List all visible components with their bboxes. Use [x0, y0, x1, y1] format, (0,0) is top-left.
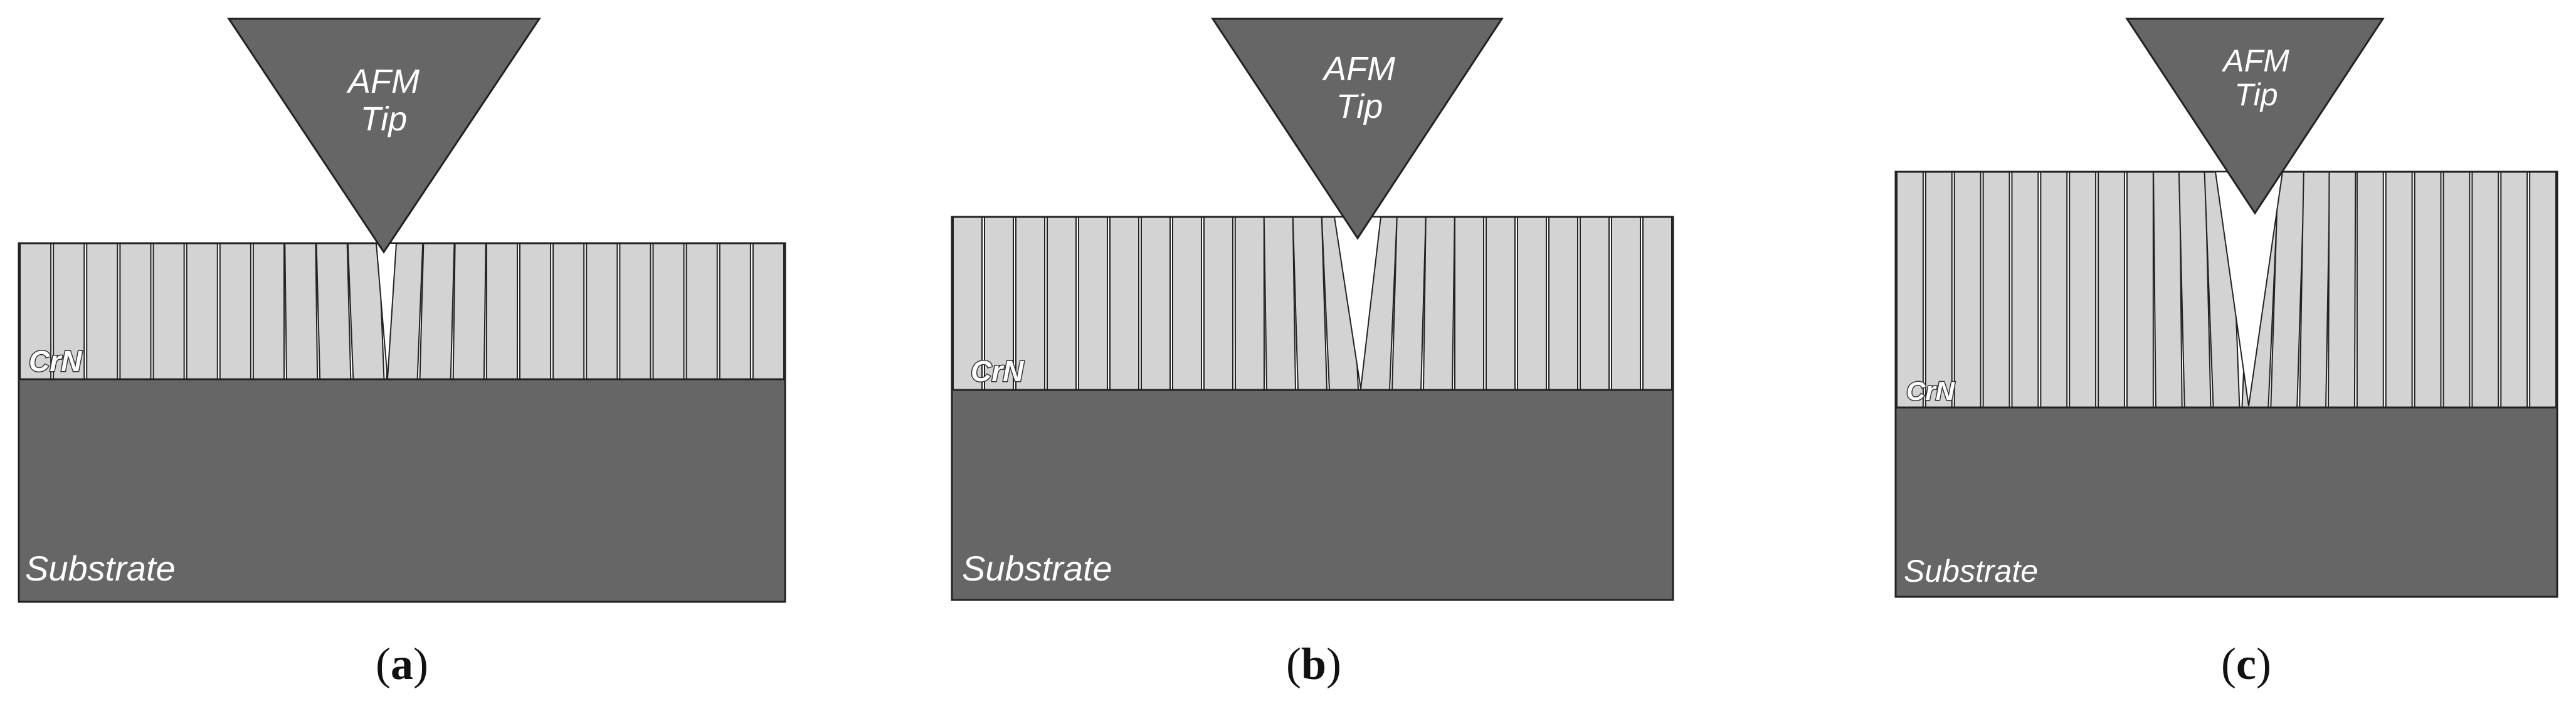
coating-label-c: CrN: [1906, 376, 1956, 406]
coating-label-a: CrN: [29, 345, 82, 377]
crn-column: [619, 243, 652, 380]
crn-column: [1953, 171, 1982, 408]
crn-column: [1422, 216, 1455, 391]
crn-column: [315, 243, 352, 380]
crn-column: [284, 243, 319, 380]
crn-column: [1391, 216, 1427, 391]
crn-column: [652, 243, 685, 380]
afm-tip-b: [1211, 18, 1504, 240]
crn-column: [2356, 171, 2384, 408]
tip-label-line2-b: Tip: [1336, 88, 1383, 125]
coating-label-b: CrN: [971, 355, 1024, 387]
crn-column: [2069, 171, 2097, 408]
crn-column: [452, 243, 487, 380]
tip-label-line1-a: AFM: [346, 63, 420, 100]
crn-coating-a: [18, 242, 786, 381]
crn-column: [2471, 171, 2499, 408]
crn-column: [1642, 216, 1672, 391]
crn-coating-outline: [18, 242, 786, 381]
crn-coating-b: [951, 216, 1674, 391]
crn-column: [2328, 171, 2357, 408]
tip-label-line1-b: AFM: [1322, 50, 1395, 88]
crn-column: [752, 243, 784, 380]
tip-label-line1-c: AFM: [2221, 43, 2289, 78]
crn-column: [1172, 216, 1202, 391]
substrate-a: [18, 378, 786, 603]
crn-column: [186, 243, 218, 380]
crn-coating-outline: [951, 216, 1674, 391]
panel-c: AFM Tip CrN Substrate (c): [1894, 18, 2558, 689]
crn-column: [1486, 216, 1516, 391]
crn-column: [419, 243, 455, 380]
crn-column: [152, 243, 185, 380]
crn-column: [2098, 171, 2125, 408]
crn-column: [1517, 216, 1547, 391]
substrate-label-a: Substrate: [25, 549, 176, 588]
substrate-c: [1894, 406, 2558, 598]
crn-column: [119, 243, 152, 380]
crn-column: [1263, 216, 1297, 391]
crn-column: [1896, 171, 1924, 408]
crn-column: [86, 243, 119, 380]
crn-column: [719, 243, 751, 380]
caption-c: (c): [2221, 639, 2271, 689]
crn-column: [1924, 171, 1953, 408]
crn-column: [2500, 171, 2528, 408]
crn-column: [252, 243, 285, 380]
crn-column: [519, 243, 552, 380]
crn-column: [2529, 171, 2557, 408]
crn-column: [1234, 216, 1265, 391]
crn-column: [2414, 171, 2442, 408]
substrate-label-b: Substrate: [962, 549, 1112, 588]
crn-column: [1580, 216, 1610, 391]
crn-column: [1047, 216, 1077, 391]
crn-column: [552, 243, 585, 380]
substrate-label-c: Substrate: [1904, 554, 2038, 589]
crn-column: [1982, 171, 2010, 408]
crn-column: [219, 243, 251, 380]
panel-a: AFM Tip CrN Substrate (a): [18, 18, 786, 689]
crn-column: [2442, 171, 2471, 408]
afm-tip-c: [2125, 18, 2385, 215]
crn-column: [2126, 171, 2154, 408]
crn-column: [1141, 216, 1171, 391]
crn-column: [1611, 216, 1641, 391]
caption-a: (a): [376, 639, 428, 689]
crn-column: [2040, 171, 2068, 408]
panel-b: AFM Tip CrN Substrate (b): [951, 18, 1674, 689]
tip-label-line2-a: Tip: [361, 100, 408, 138]
crn-column: [1292, 216, 1328, 391]
crn-column: [1548, 216, 1578, 391]
afm-tip-a: [227, 18, 541, 254]
crn-column: [1078, 216, 1108, 391]
crn-column: [685, 243, 718, 380]
crn-column: [2153, 171, 2183, 408]
crn-column: [586, 243, 618, 380]
crn-column: [485, 243, 519, 380]
crn-coating-c: [1894, 171, 2558, 409]
crn-column: [2299, 171, 2331, 408]
caption-b: (b): [1286, 639, 1341, 689]
crn-column: [1454, 216, 1484, 391]
crn-column: [2011, 171, 2039, 408]
crn-column: [1109, 216, 1139, 391]
substrate-b: [951, 389, 1674, 601]
crn-column: [2385, 171, 2413, 408]
tip-label-line2-c: Tip: [2234, 77, 2278, 112]
crn-column: [1203, 216, 1233, 391]
